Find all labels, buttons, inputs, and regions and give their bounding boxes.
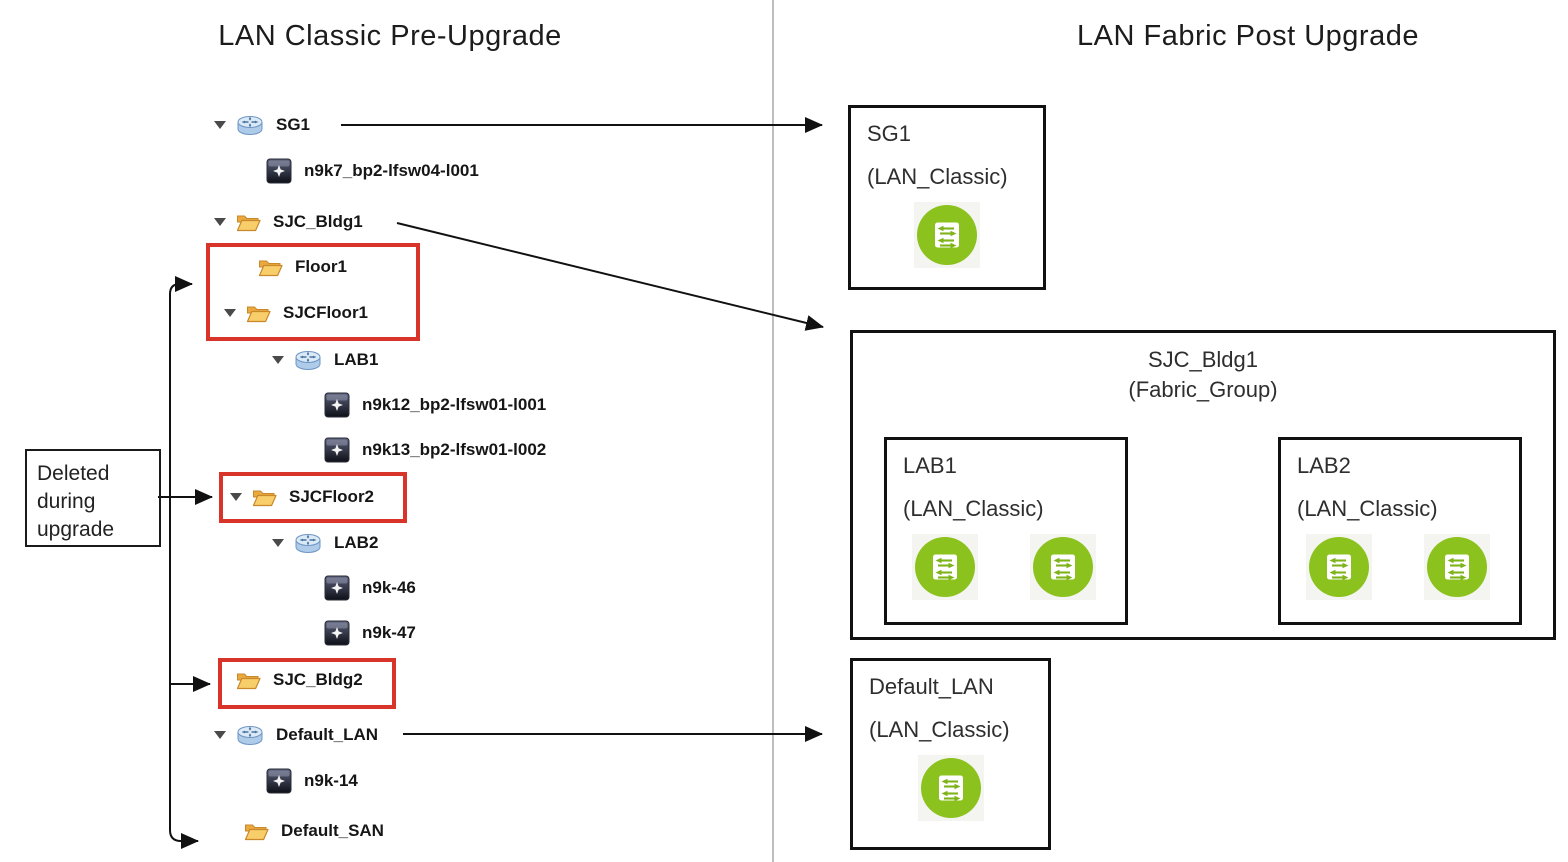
fabric-icon (236, 723, 264, 747)
expander-icon[interactable] (230, 493, 242, 501)
switch-icon (324, 392, 350, 418)
fabric-box-name: SG1 (867, 121, 912, 146)
tree-item-floor1[interactable]: Floor1 (258, 254, 347, 280)
expander-icon[interactable] (224, 309, 236, 317)
fabric-box-defaultlan: Default_LAN (LAN_Classic) (850, 658, 1051, 850)
fabric-icon (294, 531, 322, 555)
tree-item-label: SJCFloor2 (289, 487, 375, 506)
arrow-deleted-defaultsan (169, 497, 199, 849)
tree-item-lab2[interactable]: LAB2 (272, 530, 378, 556)
fabric-box-name: LAB2 (1297, 453, 1351, 478)
tree-item-n9k47[interactable]: n9k-47 (324, 620, 416, 646)
tree-item-label: n9k-14 (304, 771, 358, 790)
arrow-deleted-floor-group (169, 276, 193, 497)
tree-item-label: n9k12_bp2-lfsw01-l001 (362, 395, 547, 414)
expander-icon[interactable] (272, 539, 284, 547)
tree-item-n9k12[interactable]: n9k12_bp2-lfsw01-l001 (324, 392, 546, 418)
arrow-sjcbldg1-to-box (396, 222, 824, 331)
tree-item-label: LAB1 (334, 350, 379, 369)
fabric-box-lab2: LAB2 (LAN_Classic) (1278, 437, 1522, 625)
fabric-box-type: (LAN_Classic) (1297, 496, 1438, 521)
switch-icon (324, 575, 350, 601)
fabric-group-type: (Fabric_Group) (1128, 376, 1278, 402)
switch-icon (324, 437, 350, 463)
tree-item-label: SJC_Bldg1 (273, 212, 363, 231)
folder-icon (244, 821, 269, 842)
fabric-box-name: LAB1 (903, 453, 957, 478)
switch-circle-icon (914, 202, 980, 268)
fabric-icon (236, 113, 264, 137)
folder-icon (236, 212, 261, 233)
tree-item-label: SG1 (276, 115, 311, 134)
tree-item-label: n9k13_bp2-lfsw01-l002 (362, 440, 547, 459)
right-section-title: LAN Fabric Post Upgrade (1077, 20, 1419, 52)
folder-icon (246, 303, 271, 324)
tree-item-label: n9k-46 (362, 578, 416, 597)
switch-circle-icon (1306, 534, 1372, 600)
deleted-outline-sjcfloor2 (219, 472, 407, 523)
tree-item-label: SJCFloor1 (283, 303, 369, 322)
tree-item-sjcbldg1[interactable]: SJC_Bldg1 (214, 209, 363, 235)
tree-item-sg1[interactable]: SG1 (214, 112, 310, 138)
tree-item-sjcbldg2[interactable]: SJC_Bldg2 (236, 667, 363, 693)
tree-item-n9k13[interactable]: n9k13_bp2-lfsw01-l002 (324, 437, 546, 463)
expander-icon[interactable] (214, 731, 226, 739)
switch-circle-icon (1424, 534, 1490, 600)
tree-item-n9k14[interactable]: n9k-14 (266, 768, 358, 794)
deleted-outline-floor1-sjcfloor1 (206, 243, 420, 341)
tree-item-label: Default_LAN (276, 725, 379, 744)
switch-icon (266, 158, 292, 184)
folder-icon (252, 487, 277, 508)
tree-item-n9k7[interactable]: n9k7_bp2-lfsw04-l001 (266, 158, 479, 184)
expander-icon[interactable] (272, 356, 284, 364)
folder-icon (236, 670, 261, 691)
switch-icon (266, 768, 292, 794)
tree-item-label: n9k-47 (362, 623, 416, 642)
tree-item-label: LAB2 (334, 533, 379, 552)
tree-item-n9k46[interactable]: n9k-46 (324, 575, 416, 601)
tree-item-defaultlan[interactable]: Default_LAN (214, 722, 378, 748)
fabric-box-lab1: LAB1 (LAN_Classic) (884, 437, 1128, 625)
tree-item-label: Default_SAN (281, 821, 384, 840)
expander-icon[interactable] (214, 218, 226, 226)
deleted-note: Deleted during upgrade (25, 449, 161, 547)
switch-circle-icon (1030, 534, 1096, 600)
fabric-box-name: Default_LAN (869, 674, 994, 699)
deleted-outline-sjcbldg2 (218, 658, 396, 709)
fabric-box-type: (LAN_Classic) (903, 496, 1044, 521)
fabric-icon (294, 348, 322, 372)
tree-item-label: n9k7_bp2-lfsw04-l001 (304, 161, 479, 180)
left-section-title: LAN Classic Pre-Upgrade (218, 20, 562, 52)
folder-icon (258, 257, 283, 278)
switch-icon (324, 620, 350, 646)
tree-item-lab1[interactable]: LAB1 (272, 347, 378, 373)
switch-circle-icon (912, 534, 978, 600)
fabric-box-type: (LAN_Classic) (867, 164, 1008, 189)
fabric-group-name: SJC_Bldg1 (1147, 347, 1259, 372)
fabric-group-box-sjcbldg1: SJC_Bldg1 (Fabric_Group) LAB1 (LAN_Class… (850, 330, 1556, 640)
fabric-box-type: (LAN_Classic) (869, 717, 1010, 742)
fabric-box-sg1: SG1 (LAN_Classic) (848, 105, 1046, 290)
tree-item-label: SJC_Bldg2 (273, 670, 363, 689)
tree-item-label: Floor1 (295, 257, 347, 276)
expander-icon[interactable] (214, 121, 226, 129)
switch-circle-icon (918, 755, 984, 821)
tree-item-sjcfloor2[interactable]: SJCFloor2 (230, 484, 374, 510)
tree-item-sjcfloor1[interactable]: SJCFloor1 (224, 300, 368, 326)
tree-item-defaultsan[interactable]: Default_SAN (244, 818, 384, 844)
